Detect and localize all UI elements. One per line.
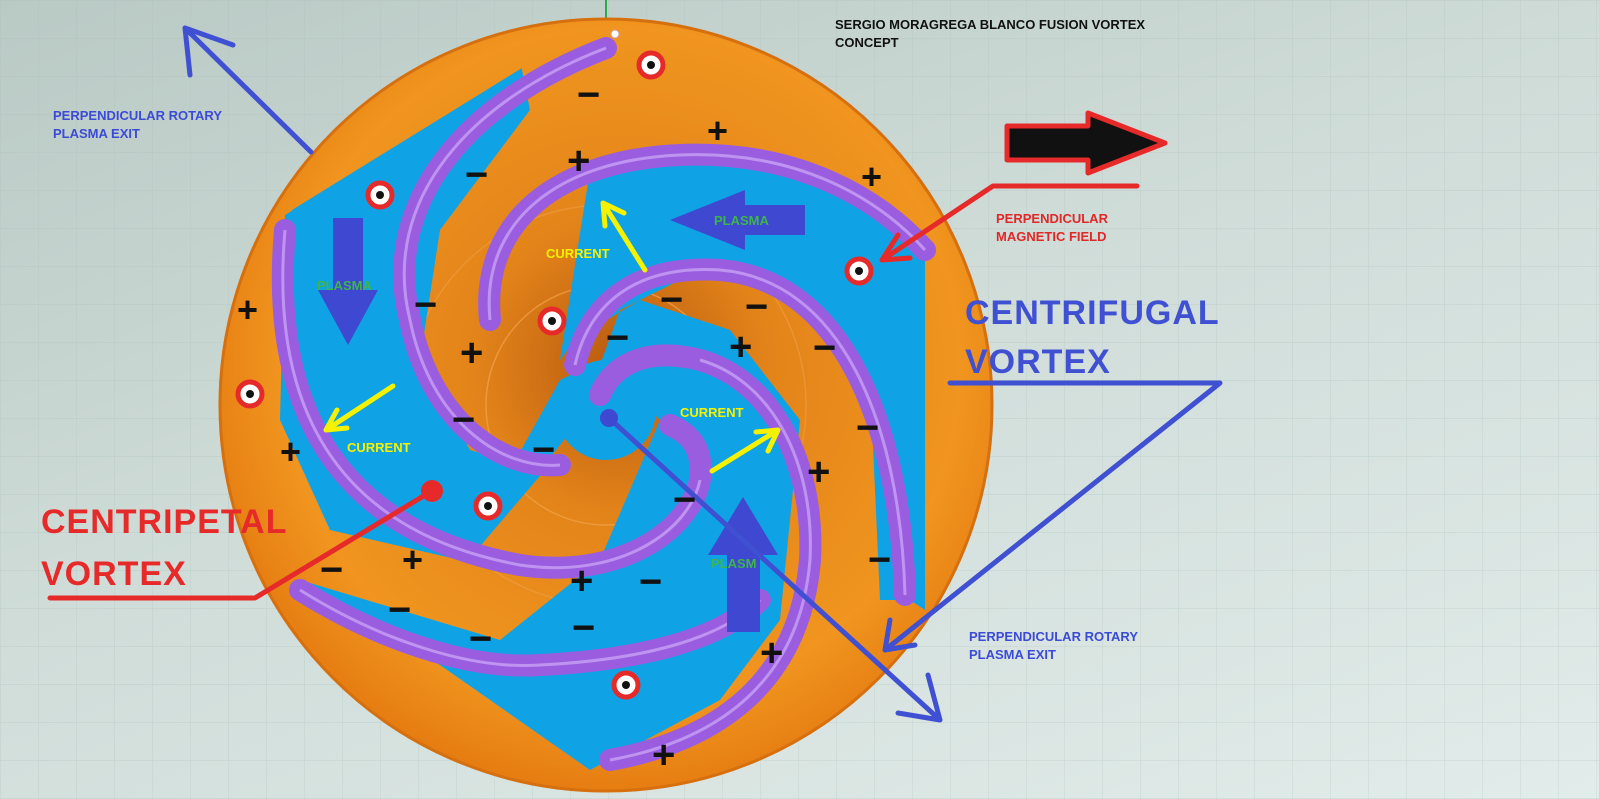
plasma-region-upper <box>560 150 925 610</box>
exit-top-label-line-2: PLASMA EXIT <box>53 126 140 141</box>
plus-sign: + <box>729 325 753 369</box>
minus-sign: − <box>639 560 663 604</box>
dot-in-circle-icon <box>235 379 265 409</box>
current-label-right: CURRENT <box>680 405 744 420</box>
minus-sign: − <box>606 316 630 360</box>
plasma-label-bottom: PLASM <box>711 556 757 571</box>
centripetal-pointer <box>47 489 433 601</box>
current-label-top: CURRENT <box>546 246 610 261</box>
plus-sign: + <box>402 539 424 580</box>
exit-bottom-label-line-1: PERPENDICULAR ROTARY <box>969 629 1139 644</box>
plasma-label-top: PLASMA <box>714 213 769 228</box>
top-pin <box>610 29 620 39</box>
minus-sign: − <box>745 285 769 329</box>
centripetal-label-line-2: VORTEX <box>41 555 187 593</box>
plasma-arrow-bottom <box>708 497 778 632</box>
red-arrows <box>47 183 1140 601</box>
plus-sign: + <box>237 289 259 330</box>
minus-sign: − <box>320 548 344 592</box>
centrifugal-pointer <box>882 380 1223 653</box>
minus-sign: − <box>868 538 892 582</box>
field-direction-arrow <box>1004 110 1168 176</box>
plus-sign: + <box>807 450 831 494</box>
plus-sign: + <box>760 631 784 675</box>
minus-sign: − <box>577 73 601 117</box>
minus-sign: − <box>813 326 837 370</box>
current-arrow-left <box>323 383 396 433</box>
current-arrow-right <box>709 427 781 474</box>
minus-sign: − <box>414 283 438 327</box>
minus-sign: − <box>452 398 476 442</box>
plus-sign: + <box>570 559 594 603</box>
plus-sign: + <box>707 110 729 151</box>
diagram-title-line-2: CONCEPT <box>835 35 899 50</box>
centripetal-dot <box>421 480 443 502</box>
exit-arrow-top <box>182 25 314 155</box>
exit-bottom-label-line-2: PLASMA EXIT <box>969 647 1056 662</box>
centripetal-label-line-1: CENTRIPETAL <box>41 503 288 541</box>
plasma-arrow-left <box>318 218 378 345</box>
exit-arrow-bottom <box>606 415 943 723</box>
blue-arrows <box>182 25 1223 723</box>
magnetic-field-label-line-1: PERPENDICULAR <box>996 211 1108 226</box>
plus-sign: + <box>460 331 484 375</box>
magnetic-field-pointer <box>879 183 1140 263</box>
minus-sign: − <box>388 588 412 632</box>
plus-sign: + <box>652 733 676 777</box>
exit-top-label-line-1: PERPENDICULAR ROTARY <box>53 108 223 123</box>
centrifugal-label-line-1: CENTRIFUGAL <box>965 294 1220 332</box>
minus-sign: − <box>532 428 556 472</box>
minus-sign: − <box>469 617 493 661</box>
coil-highlights <box>281 46 927 762</box>
field-markers <box>235 50 874 700</box>
plasma-label-left: PLASMA <box>317 278 372 293</box>
current-label-left: CURRENT <box>347 440 411 455</box>
dot-in-circle-icon <box>473 491 503 521</box>
dot-in-circle-icon <box>365 180 395 210</box>
minus-sign: − <box>465 153 489 197</box>
minus-sign: − <box>856 406 880 450</box>
current-arrow-top <box>600 200 648 273</box>
dot-in-circle-icon <box>537 306 567 336</box>
dot-in-circle-icon <box>611 670 641 700</box>
plasma-arrow-top <box>670 190 805 250</box>
diagram-title-line-1: SERGIO MORAGREGA BLANCO FUSION VORTEX <box>835 17 1146 32</box>
plus-sign: + <box>567 139 591 183</box>
dot-in-circle-icon <box>636 50 666 80</box>
plus-sign: + <box>861 156 883 197</box>
plus-sign: + <box>280 431 302 472</box>
core-pivot-dot <box>600 409 618 427</box>
minus-sign: − <box>660 278 684 322</box>
magnetic-field-label-line-2: MAGNETIC FIELD <box>996 229 1107 244</box>
centrifugal-label-line-2: VORTEX <box>965 343 1111 381</box>
minus-sign: − <box>572 606 596 650</box>
minus-sign: − <box>673 478 697 522</box>
current-arrows <box>323 200 781 474</box>
dot-in-circle-icon <box>844 256 874 286</box>
